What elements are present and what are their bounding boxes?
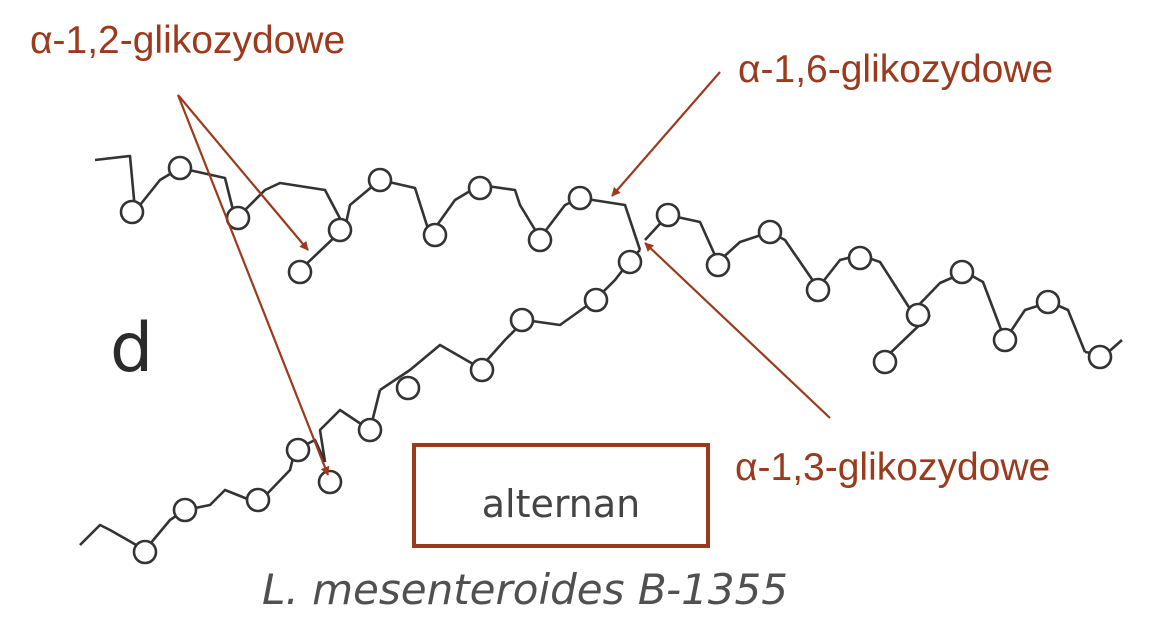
glucose-residue: [287, 259, 313, 285]
polysaccharide-name: alternan: [481, 482, 641, 526]
glucose-residue: [992, 327, 1018, 353]
annotation-arrow: [177, 94, 309, 251]
glucose-residue: [367, 167, 393, 193]
glucose-residue: [285, 437, 311, 463]
glucose-residue: [1087, 344, 1113, 370]
glycosidic-bond-line: [538, 196, 642, 251]
glucose-residue: [905, 302, 931, 328]
glucose-residue: [357, 417, 383, 443]
annotation-arrow: [644, 242, 831, 419]
glucose-residue: [395, 375, 421, 401]
annotation-arrow: [176, 94, 330, 476]
glucose-residue: [327, 217, 353, 243]
organism-strain-caption: L. mesenteroides B-1355: [262, 565, 788, 614]
glucose-residue: [805, 277, 831, 303]
glucose-residue: [583, 287, 609, 313]
glycosidic-bond-line: [428, 183, 542, 239]
glucose-residue: [847, 245, 873, 271]
alpha-1-2-linkage-label: α-1,2-glikozydowe: [30, 19, 346, 62]
glucose-residue: [655, 202, 681, 228]
glucose-residue: [132, 539, 158, 565]
glucose-residue: [167, 155, 193, 181]
alpha-1-3-linkage-label: α-1,3-glikozydowe: [735, 446, 1051, 489]
glucose-residue: [872, 349, 898, 375]
glucose-residue: [757, 219, 783, 245]
glucose-residue: [567, 185, 593, 211]
panel-letter: d: [110, 309, 154, 388]
glycosidic-bond-line: [479, 298, 596, 369]
glucose-residue: [705, 252, 731, 278]
glucose-residue: [422, 222, 448, 248]
glycosidic-bond-line: [94, 154, 137, 211]
glucose-residue: [119, 199, 145, 225]
glucose-residue: [172, 497, 198, 523]
glucose-residue: [509, 307, 535, 333]
glucose-residue: [1035, 289, 1061, 315]
glucose-residue: [527, 227, 553, 253]
alpha-1-6-linkage-label: α-1,6-glikozydowe: [738, 48, 1054, 91]
glycosidic-bond-line: [379, 343, 481, 392]
glycosidic-bond-line: [644, 213, 720, 263]
annotation-arrows: [176, 71, 831, 476]
glucose-residue: [617, 249, 643, 275]
glucose-residues: [119, 155, 1113, 565]
glucose-residue: [469, 357, 495, 383]
glucose-residue: [317, 469, 343, 495]
polysaccharide-name-box: alternan: [412, 443, 710, 548]
glycosidic-bond-line: [239, 181, 347, 229]
glucose-residue: [245, 487, 271, 513]
glycosidic-bond-line: [79, 523, 146, 552]
glycosidic-bond-line: [318, 389, 382, 463]
glucose-residue: [467, 175, 493, 201]
annotation-arrow: [611, 71, 721, 197]
glucose-residue: [949, 259, 975, 285]
